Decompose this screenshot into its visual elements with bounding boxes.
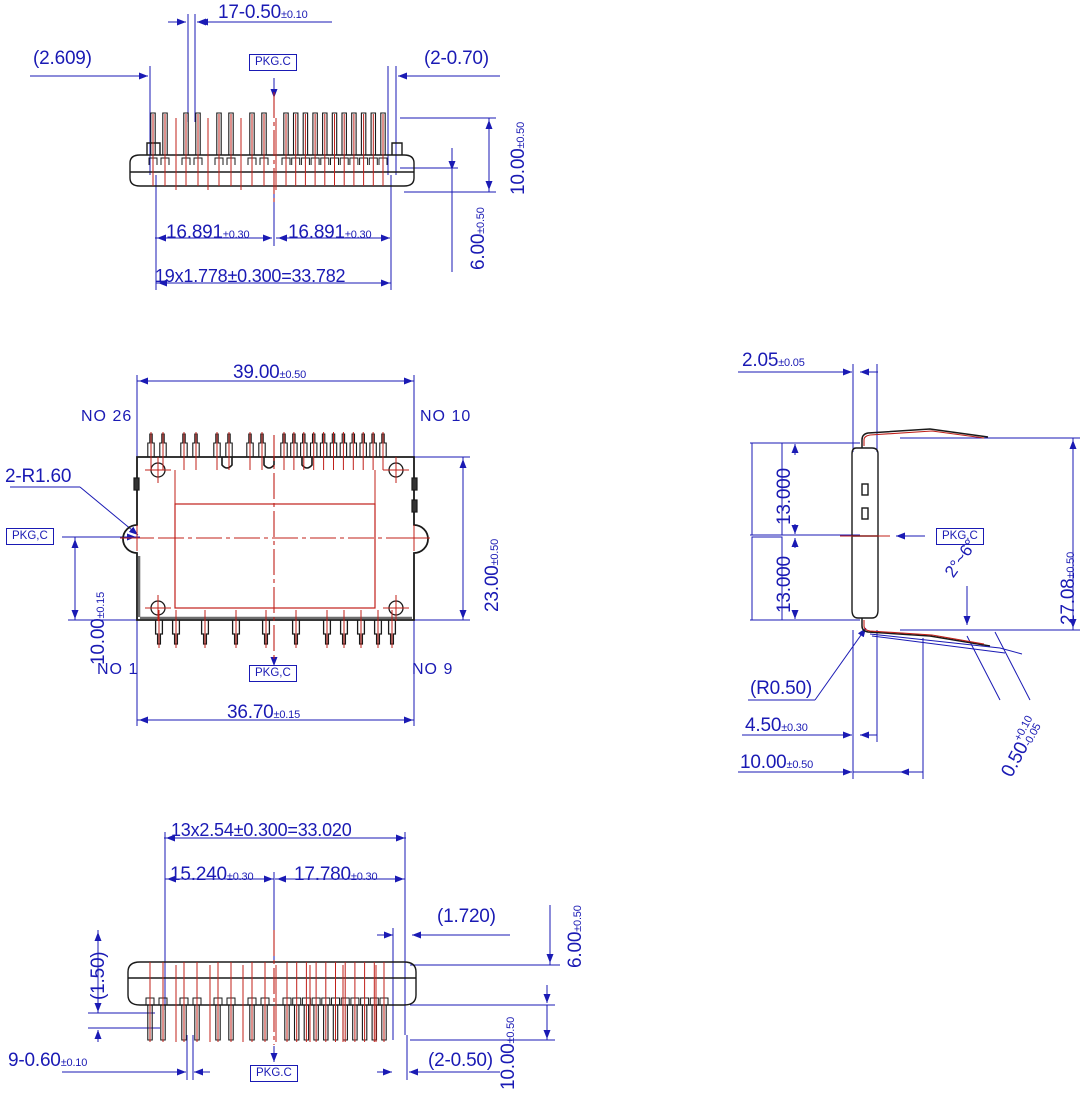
pkg-center-label-side: PKG,C xyxy=(936,528,984,545)
side-lead-span-dim: 27.08±0.50 xyxy=(1058,552,1079,625)
pin-label-no26: NO 26 xyxy=(81,408,133,425)
pkg-center-label-top: PKG.C xyxy=(249,54,297,71)
bottom-right-span-dim: 17.780±0.30 xyxy=(294,864,378,885)
plan-corner-radius-dim: 2-R1.60 xyxy=(5,466,72,487)
bottom-total-height-dim: 10.00±0.50 xyxy=(498,1017,519,1090)
top-lead-height-dim: 6.00±0.50 xyxy=(468,207,489,270)
top-pitch-total-dim: 19x1.778±0.300=33.782 xyxy=(155,266,346,286)
plan-mount-width-dim: 36.70±0.15 xyxy=(227,702,300,723)
side-body-thickness-dim: 2.05±0.05 xyxy=(742,350,805,371)
bottom-corner-note-dim: (2-0.50) xyxy=(428,1050,493,1071)
plan-edge-offset-dim: 10.00±0.15 xyxy=(88,592,109,665)
pkg-center-label-plan-bottom: PKG,C xyxy=(249,665,297,682)
bottom-edge-right-dim: (1.720) xyxy=(437,906,496,927)
bottom-lead-height-dim: 6.00±0.50 xyxy=(565,905,586,968)
pin-label-no9: NO 9 xyxy=(412,661,454,678)
bottom-body-height-dim: (1.50) xyxy=(88,951,109,1000)
top-pin-width-dim: 17-0.50±0.10 xyxy=(218,2,308,23)
pkg-center-label-plan-left: PKG,C xyxy=(6,528,54,545)
bottom-left-span-dim: 15.240±0.30 xyxy=(170,864,254,885)
pkg-center-label-bottom: PKG.C xyxy=(250,1065,298,1082)
side-bend-radius-dim: (R0.50) xyxy=(750,678,812,699)
bottom-pitch-total-dim: 13x2.54±0.300=33.020 xyxy=(171,820,352,840)
top-half-span-left-dim: 16.891±0.30 xyxy=(166,222,250,243)
side-lead-length-dim: 10.00±0.50 xyxy=(740,752,813,773)
side-lead-stand-dim: 4.50±0.30 xyxy=(745,715,808,736)
top-right-offset-dim: (2-0.70) xyxy=(424,48,489,69)
pin-label-no1: NO 1 xyxy=(97,661,139,678)
plan-overall-width-dim: 39.00±0.50 xyxy=(233,362,306,383)
top-half-span-right-dim: 16.891±0.30 xyxy=(288,222,372,243)
pin-label-no10: NO 10 xyxy=(420,408,472,425)
bottom-pin-width-dim: 9-0.60±0.10 xyxy=(8,1050,88,1071)
side-upper-half-dim: 13.000 xyxy=(774,468,795,525)
top-overall-height-dim: 10.00±0.50 xyxy=(508,122,529,195)
plan-overall-height-dim: 23.00±0.50 xyxy=(482,539,503,612)
top-left-offset-dim: (2.609) xyxy=(33,48,92,69)
side-lower-half-dim: 13.000 xyxy=(774,556,795,613)
